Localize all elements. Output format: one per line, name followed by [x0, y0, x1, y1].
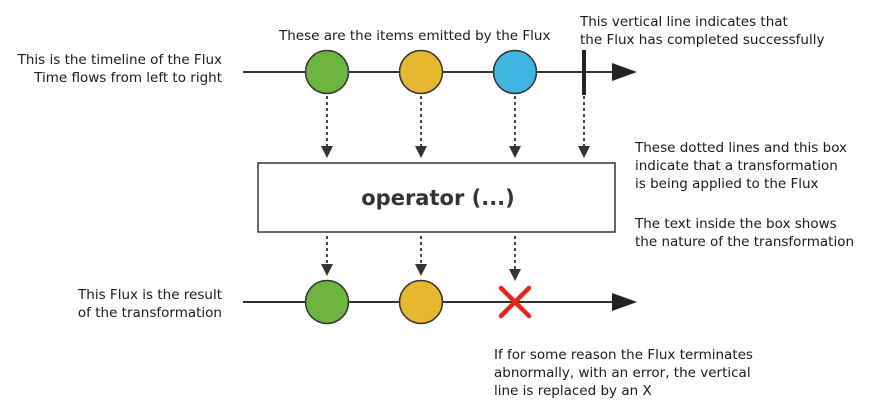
result-timeline-arrowhead: [612, 293, 637, 311]
result-annotation: This Flux is the result of the transform…: [78, 286, 222, 322]
annotation-line: This is the timeline of the Flux: [17, 52, 222, 68]
source-item-green: [304, 49, 350, 95]
transformation-annotation: These dotted lines and this box indicate…: [635, 139, 847, 193]
annotation-line: line is replaced by an X: [494, 383, 652, 399]
result-item-yellow: [398, 279, 444, 325]
source-item-blue: [492, 49, 538, 95]
annotation-line: This Flux is the result: [78, 287, 222, 303]
annotation-line: Time flows from left to right: [34, 70, 222, 86]
annotation-line: abnormally, with an error, the vertical: [494, 365, 751, 381]
annotation-line: is being applied to the Flux: [635, 176, 819, 192]
operator-box: [257, 162, 616, 233]
annotation-line: If for some reason the Flux terminates: [494, 347, 753, 363]
box-text-annotation: The text inside the box shows the nature…: [635, 215, 854, 251]
annotation-line: of the transformation: [77, 305, 222, 321]
annotation-line: These dotted lines and this box: [635, 140, 848, 156]
operator-label: operator (...): [361, 186, 515, 210]
annotation-line: This vertical line indicates that: [580, 14, 788, 30]
completion-annotation: This vertical line indicates that the Fl…: [580, 13, 824, 49]
annotation-line: The text inside the box shows: [635, 216, 837, 232]
annotation-line: indicate that a transformation: [635, 158, 838, 174]
annotation-line: the nature of the transformation: [635, 234, 855, 250]
source-timeline-arrowhead: [612, 63, 637, 81]
error-annotation: If for some reason the Flux terminates a…: [494, 346, 753, 400]
items-annotation: These are the items emitted by the Flux: [279, 27, 550, 45]
result-item-green: [304, 279, 350, 325]
error-x-icon: [498, 285, 532, 319]
source-item-yellow: [398, 49, 444, 95]
annotation-line: the Flux has completed successfully: [580, 32, 825, 48]
annotation-line: These are the items emitted by the Flux: [279, 28, 551, 44]
timeline-annotation: This is the timeline of the Flux Time fl…: [18, 51, 222, 87]
